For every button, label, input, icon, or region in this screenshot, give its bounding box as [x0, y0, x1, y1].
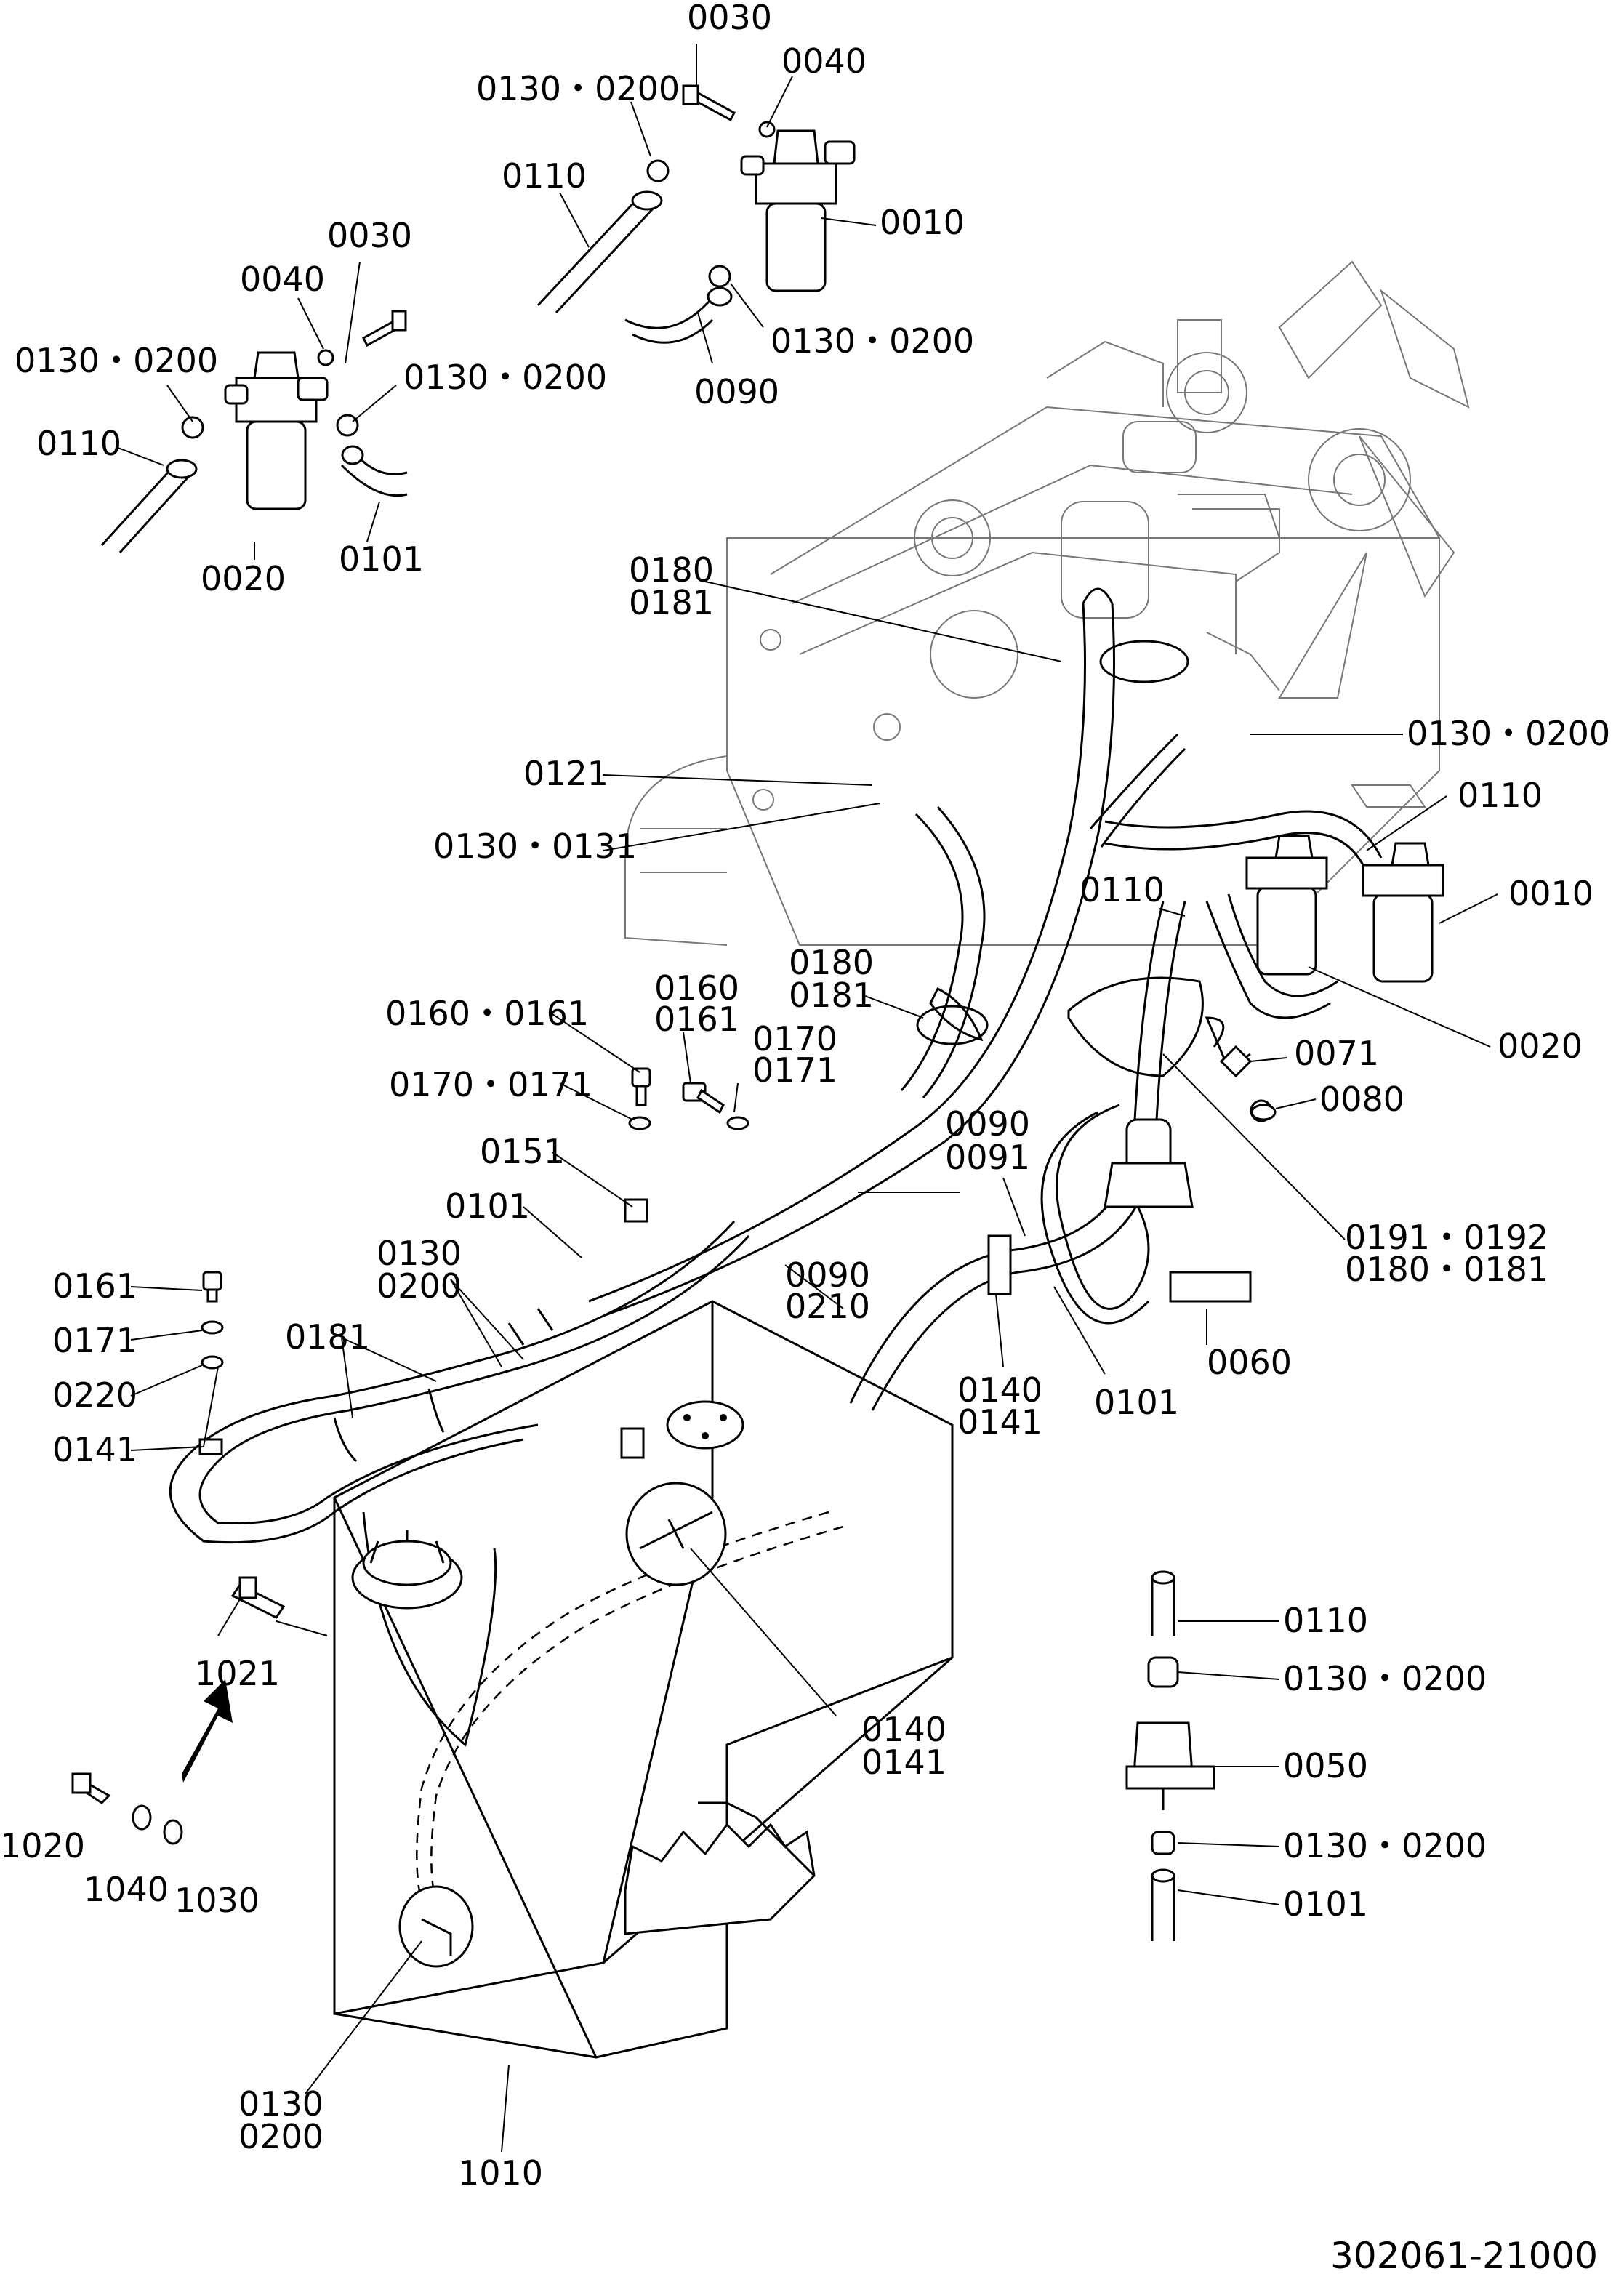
- callout-label: 0040: [240, 260, 325, 299]
- callout-label: 0110: [36, 424, 121, 463]
- callout-label: 0091: [945, 1138, 1030, 1177]
- callout-label: 0200: [238, 2117, 323, 2156]
- callout-label: 0181: [789, 976, 874, 1015]
- hose-in-inset-left: [100, 414, 408, 554]
- callout-label: 0040: [781, 41, 867, 81]
- callout-label: 1021: [195, 1654, 280, 1693]
- callout-label: 0010: [1508, 874, 1593, 913]
- callout-label: 0080: [1319, 1080, 1404, 1119]
- fuel-pump-assembly: [1104, 1016, 1273, 1303]
- callout-label: 0200: [377, 1266, 462, 1306]
- callout-label: 0171: [52, 1321, 137, 1360]
- callout-label: 0161: [654, 1000, 739, 1039]
- callout-label: 0151: [480, 1132, 565, 1171]
- fuel-line-hoses: [169, 587, 1383, 1544]
- callout-label: 0160・0161: [385, 994, 589, 1033]
- callout-label: 0130・0200: [403, 358, 607, 397]
- callout-label: 0130・0200: [1283, 1826, 1487, 1865]
- callout-label: 0110: [1283, 1601, 1368, 1640]
- callout-label: 0181: [285, 1317, 370, 1357]
- callout-label: 0090: [945, 1104, 1030, 1144]
- callout-label: 0210: [785, 1287, 870, 1326]
- callout-label: 0110: [502, 156, 587, 196]
- callout-label: 0171: [752, 1050, 837, 1090]
- callout-label: 0130・0131: [433, 827, 637, 866]
- callout-label: 0160: [654, 968, 739, 1008]
- callout-label: 0170・0171: [389, 1065, 592, 1104]
- callout-label: 0180: [629, 550, 714, 590]
- callout-label: 0010: [880, 203, 965, 242]
- callout-label: 0141: [861, 1743, 946, 1782]
- callout-label: 0130・0200: [771, 321, 974, 361]
- pipe-clamps: [198, 640, 1204, 1463]
- callout-label: 0220: [52, 1375, 137, 1415]
- callout-label: 0130・0200: [1407, 714, 1610, 753]
- callout-label: 1020: [0, 1826, 85, 1865]
- callout-label: 0140: [957, 1370, 1042, 1410]
- misc-fasteners: [71, 1045, 1277, 1845]
- callout-label: 0101: [445, 1186, 530, 1226]
- fuel-tank-drawing: [333, 1300, 954, 2059]
- callout-label: 0020: [1498, 1027, 1583, 1066]
- hose-in-inset-top: [536, 159, 733, 344]
- callout-label: 0130・0200: [1283, 1659, 1487, 1698]
- engine-block-drawing: [624, 260, 1470, 946]
- callout-label: 0071: [1294, 1034, 1379, 1073]
- water-separator-inset: [224, 351, 329, 510]
- callout-label: 0130: [238, 2084, 323, 2124]
- callout-label: 1030: [174, 1881, 260, 1920]
- callout-label: 0180・0181: [1345, 1250, 1548, 1289]
- pump-detail-inset: [1125, 1570, 1215, 1941]
- fuel-filter-inset: [740, 129, 856, 292]
- leader-lines: [116, 44, 1498, 2153]
- callout-label: 0180: [789, 943, 874, 982]
- bolt-and-washer-insets: [317, 84, 776, 366]
- callout-label: 0101: [1283, 1884, 1368, 1924]
- callout-label: 0101: [1094, 1383, 1179, 1422]
- dual-filters-on-engine: [1245, 835, 1444, 983]
- callout-label: 0191・0192: [1345, 1218, 1548, 1257]
- callout-label: 0101: [339, 539, 424, 579]
- callout-label: 0130・0200: [476, 69, 680, 108]
- callout-label: 0090: [785, 1256, 870, 1295]
- callout-label: 0050: [1283, 1746, 1368, 1785]
- callout-labels: 0030 0040 0130・0200 0110 0010 0130・0200 …: [0, 0, 1610, 2193]
- callout-label: 0130: [377, 1234, 462, 1273]
- callout-label: 0110: [1458, 776, 1543, 815]
- callout-label: 0030: [327, 216, 412, 255]
- callout-label: 0110: [1080, 870, 1165, 909]
- callout-label: 1010: [458, 2153, 543, 2193]
- callout-label: 0130・0200: [15, 341, 218, 380]
- callout-label: 0121: [523, 754, 608, 793]
- callout-label: 0181: [629, 583, 714, 622]
- callout-label: 1040: [84, 1870, 169, 1909]
- callout-label: 0030: [687, 0, 772, 37]
- callout-label: 0161: [52, 1266, 137, 1306]
- callout-label: 0140: [861, 1710, 946, 1749]
- callout-label: 0020: [201, 559, 286, 598]
- callout-label: 0141: [957, 1402, 1042, 1442]
- callout-label: 0141: [52, 1430, 137, 1469]
- callout-label: 0170: [752, 1019, 837, 1058]
- drawing-number: 302061-21000: [1330, 2235, 1598, 2277]
- callout-label: 0060: [1207, 1343, 1292, 1382]
- callout-label: 0090: [694, 372, 779, 411]
